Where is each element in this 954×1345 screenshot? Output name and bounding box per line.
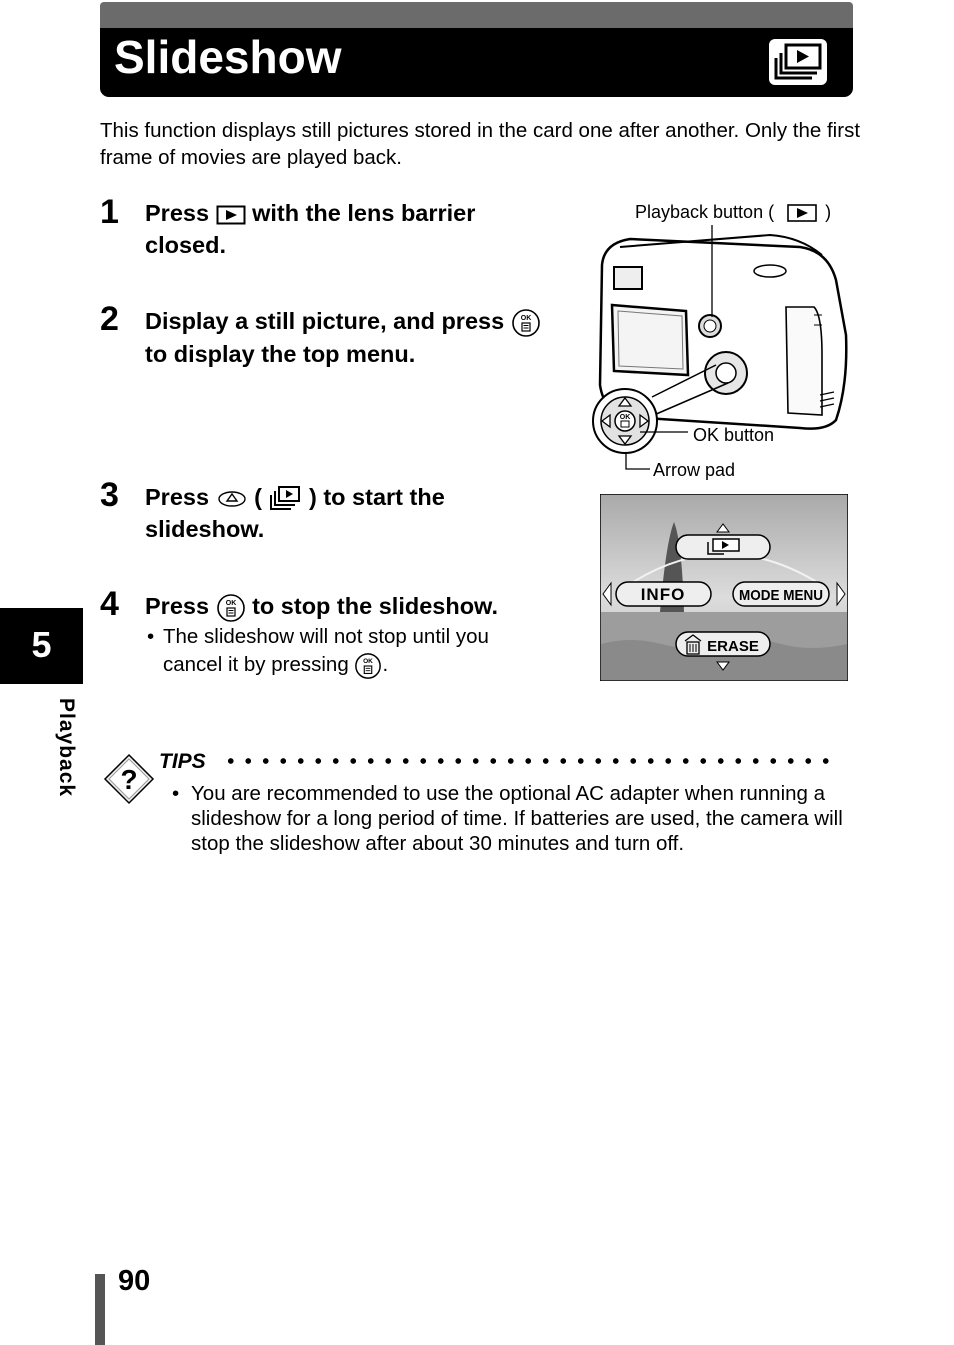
step-2-number: 2 bbox=[100, 300, 119, 338]
chapter-number: 5 bbox=[31, 624, 52, 665]
chapter-tab bbox=[0, 608, 83, 684]
tips-title: TIPS bbox=[159, 750, 206, 773]
svg-text:?: ? bbox=[120, 764, 137, 795]
step-2-text-a: Display a still picture, and press bbox=[145, 308, 505, 334]
trash-icon bbox=[684, 634, 702, 655]
step-4-bullet: The slideshow will not stop until you ca… bbox=[163, 623, 543, 680]
header-bar bbox=[100, 28, 853, 97]
ok-button-icon: OK bbox=[355, 652, 382, 679]
info-option: INFO bbox=[641, 585, 686, 604]
step-1-text: Press with the lens barrier closed. bbox=[145, 197, 545, 261]
chapter-label: Playback bbox=[55, 698, 78, 798]
step-1-text-b: with the lens barrier closed. bbox=[145, 200, 476, 258]
step-1-text-a: Press bbox=[145, 200, 210, 226]
step-1-number: 1 bbox=[100, 193, 119, 231]
step-4-text: Press OK to stop the slideshow. bbox=[145, 590, 555, 623]
step-4-text-b: to stop the slideshow. bbox=[252, 593, 498, 619]
step-4-bullet-mark: • bbox=[147, 625, 155, 648]
playback-button-icon bbox=[216, 205, 246, 225]
page-number: 90 bbox=[118, 1265, 151, 1297]
playback-label-end: ) bbox=[825, 202, 832, 222]
slideshow-small-icon bbox=[270, 485, 301, 510]
erase-option: ERASE bbox=[707, 638, 759, 655]
ok-button-icon: OK bbox=[511, 308, 540, 337]
tips-question-icon: ? bbox=[103, 753, 155, 805]
playback-button-icon bbox=[787, 204, 817, 223]
playback-button-label: Playback button ( ) bbox=[635, 201, 831, 223]
top-menu-screen: INFO MODE MENU ERASE bbox=[600, 494, 848, 681]
camera-illustration: OK bbox=[592, 225, 848, 470]
page-title: Slideshow bbox=[114, 31, 342, 83]
ok-button-icon: OK bbox=[216, 593, 245, 622]
svg-text:OK: OK bbox=[225, 600, 236, 607]
step-4-bullet-end: . bbox=[382, 653, 389, 676]
step-3-text: Press ( ) to start the slideshow. bbox=[145, 481, 545, 545]
step-4-bullet-text: The slideshow will not stop until you ca… bbox=[163, 625, 489, 676]
ok-button-label: OK button bbox=[693, 425, 775, 445]
step-2-text: Display a still picture, and press OK to… bbox=[145, 305, 545, 370]
svg-text:OK: OK bbox=[364, 658, 374, 665]
step-3-text-c: ) to start the slideshow. bbox=[145, 484, 445, 542]
header-top-bar bbox=[100, 2, 853, 29]
step-3-text-b: ( bbox=[254, 484, 262, 510]
tips-bullet-mark: • bbox=[172, 782, 180, 805]
tips-text: You are recommended to use the optional … bbox=[191, 782, 843, 855]
tips-dotted-rule bbox=[222, 757, 832, 765]
step-2-text-b: to display the top menu. bbox=[145, 340, 416, 367]
step-4-number: 4 bbox=[100, 585, 119, 623]
playback-label-text: Playback button ( bbox=[635, 202, 775, 222]
mode-menu-option: MODE MENU bbox=[739, 587, 823, 604]
step-3-number: 3 bbox=[100, 476, 119, 514]
svg-text:OK: OK bbox=[520, 315, 531, 322]
intro-text: This function displays still pictures st… bbox=[100, 119, 861, 169]
arrow-up-button-icon bbox=[217, 491, 246, 507]
page-number-bar bbox=[95, 1274, 105, 1345]
ok-key-text: OK bbox=[620, 414, 631, 421]
arrow-pad-label: Arrow pad bbox=[653, 460, 736, 480]
step-4-text-a: Press bbox=[145, 593, 210, 619]
slideshow-icon bbox=[769, 39, 827, 85]
step-3-text-a: Press bbox=[145, 484, 210, 510]
